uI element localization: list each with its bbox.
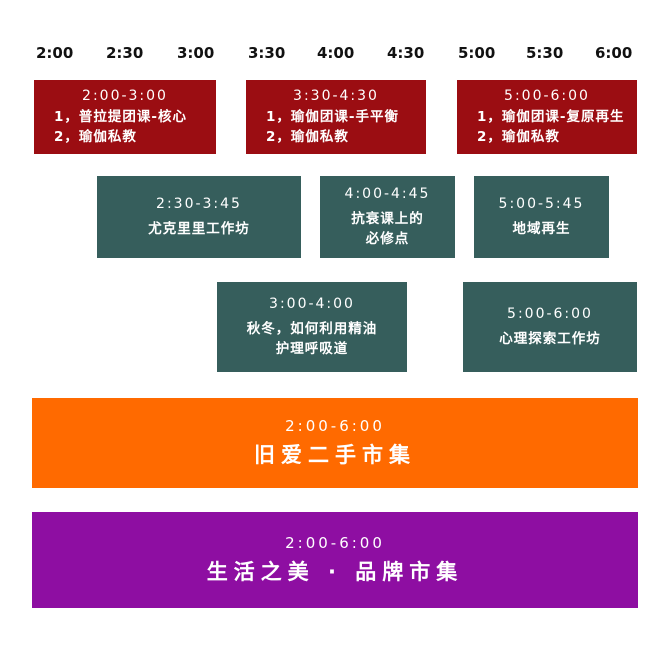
block-line: 1，普拉提团课-核心 [54, 109, 187, 125]
time-tick: 4:30 [387, 44, 425, 62]
workshop-block-psychology: 5:00-6:00 心理探索工作坊 [463, 282, 637, 372]
block-line: 2，瑜伽私教 [54, 129, 137, 145]
block-line: 1，瑜伽团课-手平衡 [266, 109, 399, 125]
time-tick: 5:00 [458, 44, 496, 62]
block-line: 2，瑜伽私教 [477, 129, 560, 145]
class-block-2-3: 2:00-3:00 1，普拉提团课-核心 2，瑜伽私教 [34, 80, 216, 154]
block-line: 旧爱二手市集 [254, 443, 416, 467]
block-line: 秋冬，如何利用精油 [246, 321, 378, 337]
workshop-block-antiaging: 4:00-4:45 抗衰课上的 必修点 [320, 176, 455, 258]
block-time: 3:30-4:30 [293, 88, 379, 104]
block-time: 5:00-5:45 [498, 196, 585, 212]
market-block-brand: 2:00-6:00 生活之美 · 品牌市集 [32, 512, 638, 608]
block-line: 尤克里里工作坊 [148, 221, 250, 237]
block-time: 2:30-3:45 [156, 196, 242, 212]
block-time: 5:00-6:00 [507, 306, 593, 322]
time-tick: 2:00 [36, 44, 74, 62]
time-tick: 3:00 [177, 44, 215, 62]
block-line: 生活之美 · 品牌市集 [206, 560, 464, 584]
block-time: 2:00-3:00 [82, 88, 168, 104]
block-line: 抗衰课上的 [351, 211, 424, 227]
block-line: 2，瑜伽私教 [266, 129, 349, 145]
time-tick: 2:30 [106, 44, 144, 62]
workshop-block-ukulele: 2:30-3:45 尤克里里工作坊 [97, 176, 301, 258]
class-block-330-430: 3:30-4:30 1，瑜伽团课-手平衡 2，瑜伽私教 [246, 80, 426, 154]
block-time: 4:00-4:45 [344, 186, 431, 202]
block-time: 2:00-6:00 [285, 417, 385, 435]
time-tick: 5:30 [526, 44, 564, 62]
block-line: 地域再生 [512, 221, 571, 237]
block-line: 心理探索工作坊 [499, 331, 601, 347]
block-line: 护理呼吸道 [275, 341, 349, 357]
block-line: 1，瑜伽团课-复原再生 [477, 109, 625, 125]
time-tick: 3:30 [248, 44, 286, 62]
workshop-block-regeneration: 5:00-5:45 地域再生 [474, 176, 609, 258]
market-block-secondhand: 2:00-6:00 旧爱二手市集 [32, 398, 638, 488]
block-time: 5:00-6:00 [504, 88, 590, 104]
class-block-5-6: 5:00-6:00 1，瑜伽团课-复原再生 2，瑜伽私教 [457, 80, 637, 154]
workshop-block-essential-oil: 3:00-4:00 秋冬，如何利用精油 护理呼吸道 [217, 282, 407, 372]
time-tick: 6:00 [595, 44, 633, 62]
block-time: 2:00-6:00 [285, 534, 385, 552]
block-time: 3:00-4:00 [269, 296, 355, 312]
time-tick: 4:00 [317, 44, 355, 62]
block-line: 必修点 [365, 231, 410, 247]
